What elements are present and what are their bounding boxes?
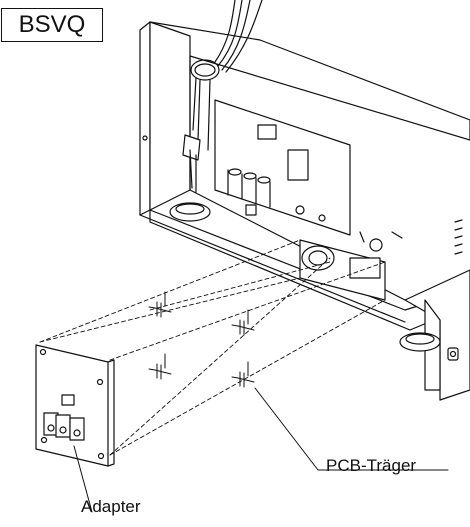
terminal-block bbox=[299, 231, 403, 301]
assembly-guide-lines bbox=[39, 239, 386, 456]
cable-bushings bbox=[169, 202, 441, 352]
pcb-support-callout: PCB-Träger bbox=[326, 456, 417, 475]
model-label: BSVQ bbox=[1, 8, 103, 42]
adapter-plate bbox=[35, 344, 115, 467]
adapter-callout: Adapter bbox=[81, 497, 141, 516]
unit-housing bbox=[139, 21, 470, 401]
leader-adapter bbox=[73, 445, 93, 513]
cable-bundle bbox=[182, 0, 263, 193]
pcb-supports bbox=[148, 291, 255, 388]
leader-pcb-support bbox=[254, 387, 449, 471]
control-pcb bbox=[214, 99, 351, 236]
leader-lines bbox=[73, 387, 449, 513]
